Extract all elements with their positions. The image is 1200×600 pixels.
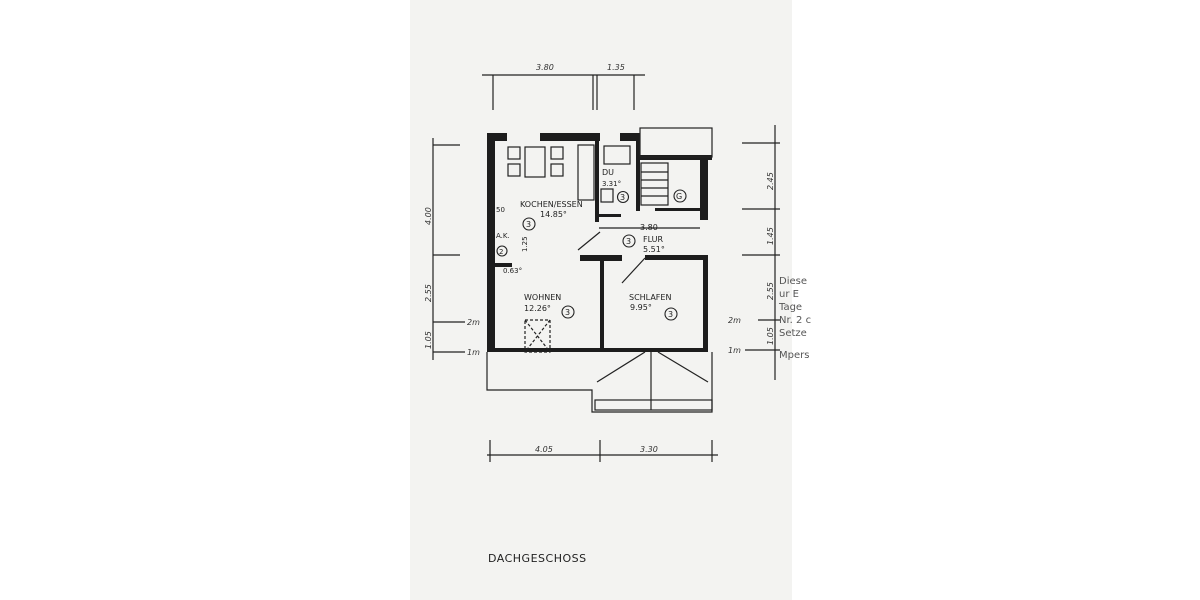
svg-text:ur E: ur E [779, 289, 799, 300]
plan-title: DACHGESCHOSS [488, 552, 587, 565]
svg-text:50: 50 [496, 206, 505, 214]
svg-text:4.00: 4.00 [424, 207, 433, 225]
svg-text:5.51°: 5.51° [643, 245, 665, 254]
svg-text:3: 3 [526, 220, 531, 229]
svg-text:SCHLAFEN: SCHLAFEN [629, 293, 671, 302]
svg-text:3: 3 [565, 308, 570, 317]
svg-text:1.05: 1.05 [424, 331, 433, 349]
fixtures [486, 127, 713, 413]
svg-text:KOCHEN/ESSEN: KOCHEN/ESSEN [520, 200, 583, 209]
svg-text:3.80: 3.80 [536, 63, 554, 72]
svg-text:DU: DU [602, 168, 614, 177]
svg-text:3.31°: 3.31° [602, 180, 621, 188]
svg-text:4.05: 4.05 [535, 445, 553, 454]
svg-text:Mpers: Mpers [779, 350, 809, 361]
svg-text:Diese: Diese [779, 276, 807, 287]
svg-text:WOHNEN: WOHNEN [524, 293, 561, 302]
svg-text:1.05: 1.05 [766, 327, 775, 345]
balcony-top [639, 127, 713, 158]
svg-text:14.85°: 14.85° [540, 210, 567, 219]
svg-text:FLUR: FLUR [643, 235, 664, 244]
dimension-bottom: 4.05 3.30 [487, 440, 718, 462]
svg-text:9.95°: 9.95° [630, 303, 652, 312]
svg-text:3.80: 3.80 [640, 223, 658, 232]
svg-text:Setze: Setze [779, 328, 807, 339]
svg-text:2m: 2m [728, 316, 741, 325]
roof-window [524, 319, 551, 353]
svg-text:3: 3 [620, 193, 625, 202]
side-note-fragment: Diese ur E Tage Nr. 2 c Setze Mpers [778, 276, 811, 361]
svg-text:2m: 2m [467, 318, 480, 327]
room-kochen-essen: KOCHEN/ESSEN 14.85° 3 [520, 200, 583, 231]
svg-text:1.25: 1.25 [521, 236, 529, 252]
svg-text:12.26°: 12.26° [524, 304, 551, 313]
room-ak: 50 A.K. 2 0.63° 1.25 [496, 206, 529, 275]
room-du: DU 3.31° 3 [602, 168, 630, 204]
svg-text:3: 3 [668, 310, 673, 319]
svg-text:1.35: 1.35 [607, 63, 625, 72]
room-flur: 3.80 FLUR 5.51° 3 [622, 223, 665, 254]
room-schlafen: SCHLAFEN 9.95° 3 [629, 293, 678, 321]
svg-text:2.55: 2.55 [424, 284, 433, 302]
svg-text:0.63°: 0.63° [503, 267, 522, 275]
svg-text:1.45: 1.45 [766, 227, 775, 245]
svg-text:2: 2 [499, 248, 503, 256]
svg-text:Nr. 2 c: Nr. 2 c [779, 315, 811, 326]
svg-text:A.K.: A.K. [496, 232, 510, 240]
stair-marker: G [673, 189, 687, 203]
dimension-left: 4.00 2.55 1.05 2m 1m [424, 138, 480, 360]
svg-text:3.30: 3.30 [640, 445, 658, 454]
svg-text:G: G [676, 192, 682, 201]
svg-text:2.45: 2.45 [766, 172, 775, 190]
dimension-top: 3.80 1.35 [482, 63, 645, 110]
svg-text:2.55: 2.55 [766, 282, 775, 300]
svg-text:1m: 1m [467, 348, 480, 357]
staircase [640, 162, 669, 206]
dimension-right: 2.45 1.45 2.55 1.05 2m 1m [728, 125, 780, 380]
room-wohnen: WOHNEN 12.26° 3 [524, 293, 575, 319]
svg-text:1m: 1m [728, 346, 741, 355]
svg-text:Tage: Tage [778, 302, 802, 313]
svg-text:3: 3 [626, 237, 631, 246]
